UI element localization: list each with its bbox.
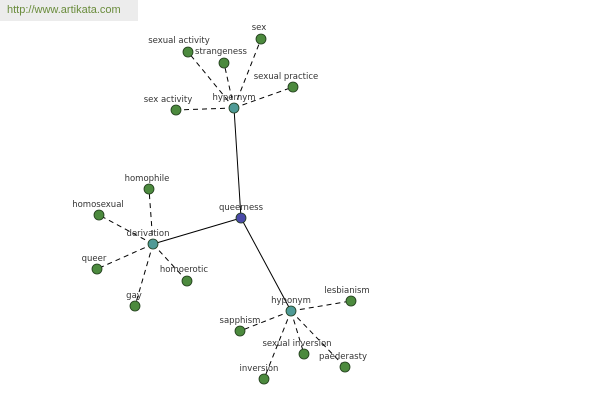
- node-sexual-practice[interactable]: sexual practice: [254, 72, 319, 93]
- edge-queerness-derivation: [152, 217, 242, 245]
- edge-hyponym-paederasty: [290, 310, 346, 368]
- leaf-node-label: gay: [126, 291, 142, 301]
- leaf-node-label: inversion: [240, 364, 279, 374]
- leaf-node-label: sapphism: [220, 316, 261, 326]
- edge-derivation-homophile: [148, 188, 154, 245]
- edge-hyponym-sexual-inversion: [290, 310, 305, 355]
- node-hyponym[interactable]: hyponym: [271, 296, 311, 317]
- leaf-node-label: sexual activity: [148, 36, 210, 46]
- leaf-node-circle[interactable]: [298, 348, 310, 360]
- edge-hyponym-sapphism: [239, 310, 292, 332]
- node-sexual-inversion[interactable]: sexual inversion: [262, 339, 332, 360]
- edge-derivation-queer: [96, 243, 154, 270]
- leaf-node-label: sexual practice: [254, 72, 319, 82]
- leaf-node-circle[interactable]: [129, 300, 141, 312]
- node-queer[interactable]: queer: [82, 254, 107, 275]
- node-queerness[interactable]: queerness: [219, 203, 264, 224]
- leaf-node-circle[interactable]: [234, 325, 246, 337]
- leaf-node-label: strangeness: [195, 47, 248, 57]
- leaf-node-circle[interactable]: [339, 361, 351, 373]
- edge-hyponym-lesbianism: [290, 300, 352, 312]
- node-inversion[interactable]: inversion: [240, 364, 279, 385]
- leaf-node-label: lesbianism: [324, 286, 369, 296]
- leaf-node-label: homosexual: [72, 200, 124, 210]
- node-paederasty[interactable]: paederasty: [319, 352, 367, 373]
- leaf-node-circle[interactable]: [143, 183, 155, 195]
- edge-hypernym-strangeness: [223, 62, 235, 109]
- hub-node-label: hypernym: [212, 93, 255, 103]
- node-homophile[interactable]: homophile: [125, 174, 170, 195]
- edge-hypernym-sex: [233, 38, 262, 109]
- edge-hypernym-sex-activity: [175, 107, 235, 111]
- site-url: http://www.artikata.com: [7, 4, 121, 16]
- edge-queerness-hypernym: [233, 107, 242, 219]
- hub-node-label: hyponym: [271, 296, 311, 306]
- edge-queerness-hyponym: [240, 217, 292, 312]
- node-derivation[interactable]: derivation: [126, 229, 170, 250]
- leaf-node-circle[interactable]: [170, 104, 182, 116]
- node-gay[interactable]: gay: [126, 291, 142, 312]
- node-strangeness[interactable]: strangeness: [195, 47, 248, 69]
- leaf-node-circle[interactable]: [93, 209, 105, 221]
- node-homoerotic[interactable]: homoerotic: [160, 265, 209, 287]
- edge-derivation-homoerotic: [152, 243, 188, 282]
- node-homosexual[interactable]: homosexual: [72, 200, 124, 221]
- hub-node-circle[interactable]: [285, 305, 297, 317]
- leaf-node-circle[interactable]: [91, 263, 103, 275]
- edge-hyponym-inversion: [263, 310, 292, 380]
- edge-hypernym-sexual-activity: [187, 51, 235, 109]
- leaf-node-circle[interactable]: [258, 373, 270, 385]
- leaf-node-circle[interactable]: [287, 81, 299, 93]
- leaf-node-circle[interactable]: [255, 33, 267, 45]
- site-watermark: http://www.artikata.com: [0, 0, 138, 21]
- center-node-circle[interactable]: [235, 212, 247, 224]
- hub-node-circle[interactable]: [147, 238, 159, 250]
- leaf-node-circle[interactable]: [182, 46, 194, 58]
- leaf-node-circle[interactable]: [345, 295, 357, 307]
- leaf-node-circle[interactable]: [181, 275, 193, 287]
- node-lesbianism[interactable]: lesbianism: [324, 286, 370, 307]
- edge-hypernym-sexual-practice: [233, 86, 294, 109]
- edges: [96, 38, 352, 380]
- leaf-node-label: queer: [82, 254, 107, 264]
- hub-node-circle[interactable]: [228, 102, 240, 114]
- hub-node-label: derivation: [126, 229, 169, 239]
- leaf-node-label: paederasty: [319, 352, 367, 362]
- node-sapphism[interactable]: sapphism: [220, 316, 261, 337]
- node-sexual-activity[interactable]: sexual activity: [148, 36, 210, 58]
- edge-derivation-homosexual: [98, 214, 154, 245]
- leaf-node-label: homoerotic: [160, 265, 209, 275]
- center-node-label: queerness: [219, 203, 264, 213]
- leaf-node-label: homophile: [125, 174, 170, 184]
- leaf-node-label: sexual inversion: [262, 339, 331, 349]
- leaf-node-label: sex activity: [144, 95, 193, 105]
- leaf-node-label: sex: [252, 23, 267, 33]
- leaf-node-circle[interactable]: [218, 57, 230, 69]
- node-sex[interactable]: sex: [252, 23, 267, 45]
- edge-derivation-gay: [134, 243, 154, 307]
- node-hypernym[interactable]: hypernym: [212, 93, 256, 114]
- node-sex-activity[interactable]: sex activity: [144, 95, 193, 116]
